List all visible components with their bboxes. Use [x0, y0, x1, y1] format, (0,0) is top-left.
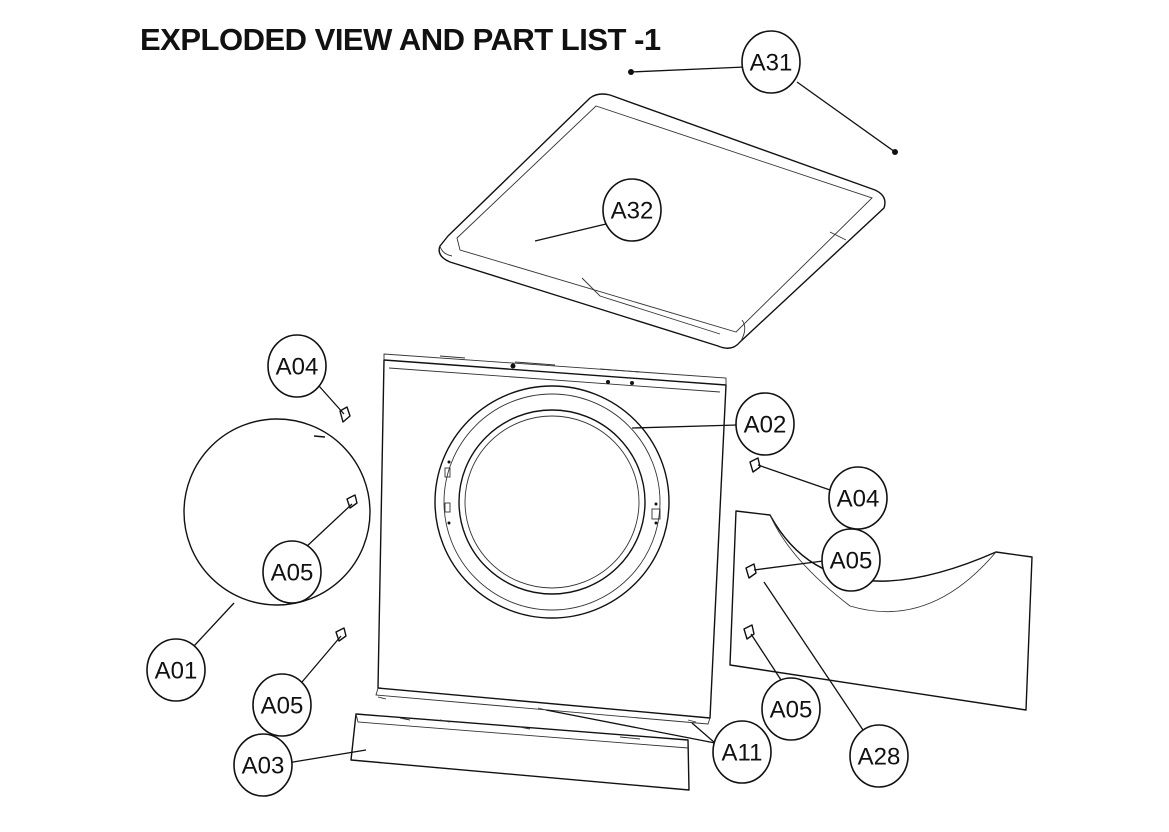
callout-a05-left-lower: A05 — [252, 673, 312, 737]
side-panel-right-part — [729, 510, 1033, 711]
callout-a28-label: A28 — [858, 744, 901, 771]
front-panel-part — [375, 353, 727, 725]
callout-a05-right-lower: A05 — [761, 677, 821, 741]
callout-a28: A28 — [849, 724, 909, 788]
top-cover-part — [438, 93, 886, 349]
callout-a03-label: A03 — [242, 753, 285, 780]
callout-a04-right-label: A04 — [837, 486, 880, 513]
callout-a31: A31 — [741, 30, 801, 94]
callout-a03: A03 — [233, 733, 293, 797]
fastener-a04-left — [339, 406, 351, 423]
callout-a05-right-upper-label: A05 — [830, 548, 873, 575]
page-title: EXPLODED VIEW AND PART LIST -1 — [140, 22, 661, 57]
leader-lines — [193, 66, 896, 764]
fastener-a05-circle — [346, 494, 358, 509]
fastener-a05-right-lower — [743, 624, 755, 640]
callout-a02-label: A02 — [744, 412, 787, 439]
fastener-a04-right — [749, 457, 761, 473]
fastener-top-left — [313, 435, 326, 438]
callout-a05-left-lower-label: A05 — [261, 693, 304, 720]
callout-a05-right-upper: A05 — [821, 528, 881, 592]
callout-a05-circle-label: A05 — [271, 560, 314, 587]
callout-a32-label: A32 — [611, 198, 654, 225]
callout-a04-left-label: A04 — [276, 354, 319, 381]
callout-a04-right: A04 — [828, 466, 888, 530]
callout-a05-circle: A05 — [262, 540, 322, 604]
callout-a01: A01 — [146, 638, 206, 702]
callout-a31-label: A31 — [750, 50, 793, 77]
callout-a11-label: A11 — [722, 740, 763, 767]
callout-a04-left: A04 — [267, 334, 327, 398]
side-panel-left-part — [183, 418, 371, 606]
callout-a05-right-lower-label: A05 — [770, 697, 813, 724]
fastener-a05-left-lower — [335, 627, 347, 642]
callout-a01-label: A01 — [155, 658, 198, 685]
callout-a32: A32 — [602, 178, 662, 242]
fastener-a05-right-upper — [745, 563, 757, 579]
callout-a02: A02 — [735, 392, 795, 456]
callout-a11: A11 — [712, 720, 772, 784]
kick-plate-part — [350, 713, 690, 791]
clips-a11 — [377, 696, 697, 723]
